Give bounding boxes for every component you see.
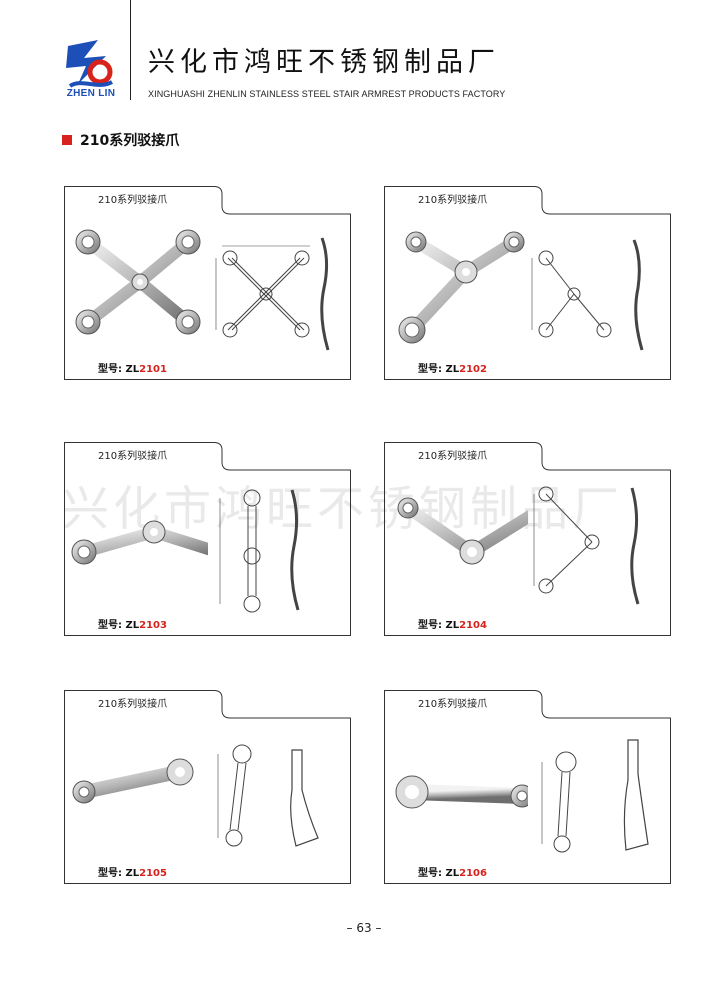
model-code: 2102 <box>459 364 487 375</box>
product-photo <box>398 231 525 344</box>
company-name-en: XINGHUASHI ZHENLIN STAINLESS STEEL STAIR… <box>148 89 506 99</box>
model-code: 2106 <box>459 868 487 879</box>
logo-text: ZHEN LIN <box>66 88 116 99</box>
product-photo <box>395 775 528 809</box>
product-photo <box>75 229 201 335</box>
product-card-zl2106: 210系列驳接爪 型号: ZL2106 <box>384 690 671 884</box>
product-card-zl2102: 210系列驳接爪 型号: ZL2102 <box>384 186 671 380</box>
technical-drawing <box>533 486 640 605</box>
product-photo <box>72 758 194 804</box>
section-heading: 210系列驳接爪 <box>62 130 179 150</box>
model-prefix: 型号: ZL <box>98 620 140 631</box>
product-model: 型号: ZL2102 <box>418 360 487 375</box>
model-code: 2105 <box>139 868 167 879</box>
card-frame <box>64 442 351 636</box>
model-code: 2101 <box>139 364 167 375</box>
product-model: 型号: ZL2105 <box>98 864 167 879</box>
product-card-zl2103: 210系列驳接爪 型号: ZL2103 <box>64 442 351 636</box>
technical-drawing <box>215 237 330 351</box>
product-model: 型号: ZL2104 <box>418 616 487 631</box>
model-prefix: 型号: ZL <box>418 364 460 375</box>
product-model: 型号: ZL2103 <box>98 616 167 631</box>
product-model: 型号: ZL2101 <box>98 360 167 375</box>
product-title: 210系列驳接爪 <box>418 451 488 462</box>
page-number: – 63 – <box>346 921 382 935</box>
model-code: 2104 <box>459 620 487 631</box>
model-prefix: 型号: ZL <box>418 620 460 631</box>
model-prefix: 型号: ZL <box>418 868 460 879</box>
section-title: 210系列驳接爪 <box>80 133 180 149</box>
card-frame <box>64 186 351 380</box>
product-title: 210系列驳接爪 <box>98 451 168 462</box>
card-frame <box>384 186 671 380</box>
product-title: 210系列驳接爪 <box>98 699 168 710</box>
product-photo <box>397 497 528 565</box>
technical-drawing <box>219 489 300 613</box>
model-prefix: 型号: ZL <box>98 364 140 375</box>
card-frame <box>64 690 351 884</box>
product-model: 型号: ZL2106 <box>418 864 487 879</box>
product-title: 210系列驳接爪 <box>418 195 488 206</box>
card-frame <box>384 442 671 636</box>
company-name-cn: 兴化市鸿旺不锈钢制品厂 <box>148 47 500 78</box>
technical-drawing <box>541 739 649 853</box>
model-code: 2103 <box>139 620 167 631</box>
product-card-zl2101: 210系列驳接爪 型号: ZL2101 <box>64 186 351 380</box>
technical-drawing <box>531 239 644 351</box>
header-divider <box>130 0 131 100</box>
red-square-icon <box>62 135 72 145</box>
card-frame <box>384 690 671 884</box>
product-title: 210系列驳接爪 <box>98 195 168 206</box>
model-prefix: 型号: ZL <box>98 868 140 879</box>
product-card-zl2104: 210系列驳接爪 型号: ZL2104 <box>384 442 671 636</box>
company-logo <box>66 40 113 88</box>
product-title: 210系列驳接爪 <box>418 699 488 710</box>
product-photo <box>71 520 208 565</box>
product-card-zl2105: 210系列驳接爪 型号: ZL2105 <box>64 690 351 884</box>
technical-drawing <box>217 744 319 847</box>
